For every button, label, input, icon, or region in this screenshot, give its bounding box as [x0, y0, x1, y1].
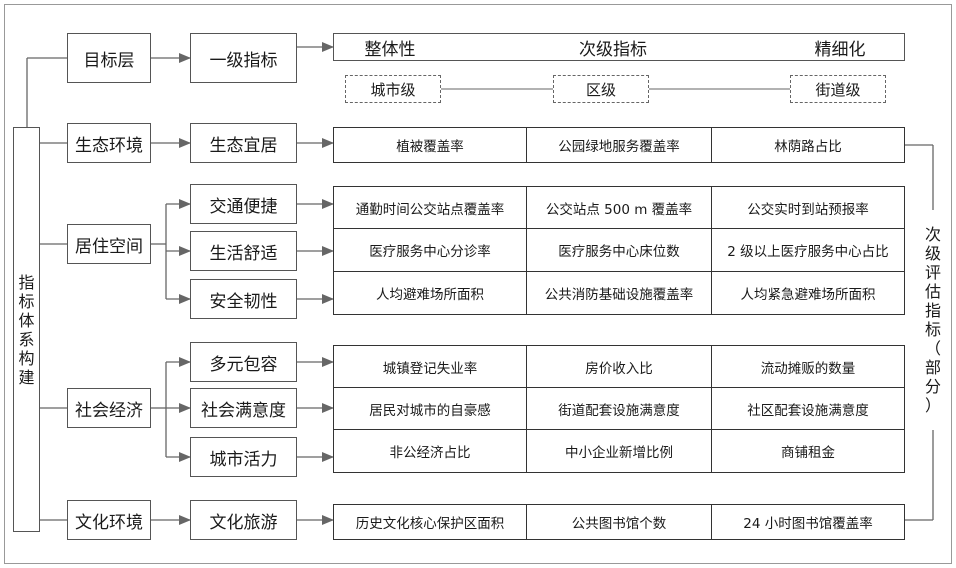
- root-label-box: [13, 127, 40, 532]
- indicator-cell: 2 级以上医疗服务中心占比: [711, 228, 905, 272]
- indicator-cell: 公交实时到站预报率: [711, 186, 905, 229]
- indicator-cell: 植被覆盖率: [333, 127, 527, 163]
- first-indicator-label: 一级指标: [209, 50, 278, 71]
- target-level-label: 目标层: [83, 50, 135, 71]
- indicator-cell: 公共消防基础设施覆盖率: [526, 271, 712, 315]
- indicator-cell: 公共图书馆个数: [526, 504, 712, 540]
- sub-culture-tourism: 文化旅游: [190, 500, 297, 540]
- indicator-cell: 医疗服务中心分诊率: [333, 228, 527, 272]
- indicator-cell: 居民对城市的自豪感: [333, 387, 527, 430]
- secondary-indicator-label: 次级评估指标（部分）: [918, 210, 948, 430]
- root-label: 指标体系构建: [13, 127, 40, 532]
- first-indicator-box: 一级指标: [190, 33, 297, 83]
- secondary-label-glyph: 级: [924, 244, 941, 263]
- indicator-cell: 林荫路占比: [711, 127, 905, 163]
- root-label-glyph: 标: [18, 291, 35, 311]
- scale-left-label: 整体性: [364, 39, 416, 60]
- secondary-label-glyph: （: [924, 339, 941, 358]
- scale-right-label: 精细化: [814, 39, 866, 60]
- sub-vitality: 城市活力: [190, 437, 297, 477]
- indicator-cell: 历史文化核心保护区面积: [333, 504, 527, 540]
- secondary-label-glyph: 评: [924, 263, 941, 282]
- target-level-box: 目标层: [67, 33, 151, 83]
- indicator-cell: 24 小时图书馆覆盖率: [711, 504, 905, 540]
- root-label-glyph: 建: [18, 367, 35, 387]
- secondary-label-glyph: 部: [924, 358, 941, 377]
- group-ecology: 生态环境: [67, 123, 151, 163]
- indicator-cell: 人均紧急避难场所面积: [711, 271, 905, 315]
- scale-mid-label: 次级指标: [571, 35, 655, 60]
- indicator-cell: 医疗服务中心床位数: [526, 228, 712, 272]
- sub-inclusive: 多元包容: [190, 342, 297, 382]
- indicator-cell: 通勤时间公交站点覆盖率: [333, 186, 527, 229]
- indicator-cell: 中小企业新增比例: [526, 429, 712, 473]
- group-social-economy: 社会经济: [67, 388, 151, 428]
- indicator-cell: 城镇登记失业率: [333, 345, 527, 388]
- sub-satisfaction: 社会满意度: [190, 388, 297, 428]
- indicator-cell: 房价收入比: [526, 345, 712, 388]
- indicator-cell: 社区配套设施满意度: [711, 387, 905, 430]
- group-culture: 文化环境: [67, 500, 151, 540]
- group-living-space: 居住空间: [67, 224, 151, 264]
- secondary-label-glyph: 指: [924, 301, 941, 320]
- secondary-label-glyph: 次: [924, 225, 941, 244]
- sub-comfort: 生活舒适: [190, 231, 297, 271]
- indicator-cell: 街道配套设施满意度: [526, 387, 712, 430]
- indicator-cell: 商铺租金: [711, 429, 905, 473]
- indicator-cell: 公交站点 500 m 覆盖率: [526, 186, 712, 229]
- outer-frame: [4, 4, 952, 564]
- secondary-label-glyph: 标: [924, 320, 941, 339]
- root-label-glyph: 体: [18, 310, 35, 330]
- sub-eco-livable: 生态宜居: [190, 123, 297, 163]
- tier-district: 区级: [553, 75, 649, 103]
- indicator-cell: 公园绿地服务覆盖率: [526, 127, 712, 163]
- root-label-glyph: 指: [18, 272, 35, 292]
- root-label-glyph: 系: [18, 329, 35, 349]
- secondary-label-glyph: 估: [924, 282, 941, 301]
- indicator-cell: 人均避难场所面积: [333, 271, 527, 315]
- sub-safety: 安全韧性: [190, 279, 297, 319]
- sub-transport: 交通便捷: [190, 184, 297, 224]
- tier-street: 街道级: [790, 75, 886, 103]
- indicator-cell: 流动摊贩的数量: [711, 345, 905, 388]
- indicator-cell: 非公经济占比: [333, 429, 527, 473]
- secondary-label-glyph: 分: [924, 377, 941, 396]
- secondary-label-glyph: ）: [924, 396, 941, 415]
- tier-city: 城市级: [345, 75, 441, 103]
- root-label-glyph: 构: [18, 348, 35, 368]
